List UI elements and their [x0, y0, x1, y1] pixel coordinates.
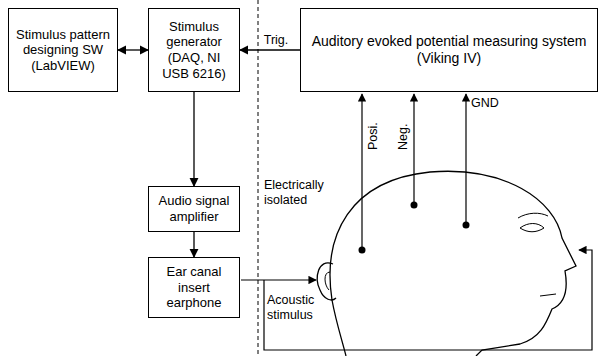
isolation-note: Electrically isolated [264, 178, 336, 208]
isolation-line [258, 0, 259, 356]
neg-wire [413, 94, 414, 205]
neg-electrode [411, 202, 418, 209]
stimulus-note: Acoustic stimulus [267, 293, 329, 323]
ear-inner [325, 272, 330, 290]
gnd-electrode [463, 222, 470, 229]
electrode-label: GND [471, 96, 499, 111]
process-box: Stimulus generator (DAQ, NI USB 6216) [148, 8, 240, 92]
process-box: Stimulus pattern designing SW (LabVIEW) [8, 8, 118, 92]
connector-arrow [193, 92, 194, 186]
box-text: Audio signal amplifier [149, 190, 239, 227]
box-text: Stimulus generator (DAQ, NI USB 6216) [149, 16, 239, 84]
posi-electrode [359, 247, 366, 254]
connector-arrow [118, 49, 148, 50]
ear [317, 263, 336, 300]
connector-arrow [240, 49, 300, 50]
posi-wire [361, 94, 362, 250]
eyebrow [518, 213, 548, 218]
electrode-label: Neg. [396, 124, 411, 150]
stimulus-line [241, 279, 316, 280]
eye [520, 224, 544, 232]
box-text: Ear canal insert earphone [149, 261, 239, 314]
head-outline [330, 171, 576, 356]
box-text: Stimulus pattern designing SW (LabVIEW) [9, 24, 117, 77]
stimulus-line [264, 250, 592, 350]
box-text: Auditory evoked potential measuring syst… [301, 30, 597, 70]
process-box: Auditory evoked potential measuring syst… [300, 8, 598, 92]
process-box: Audio signal amplifier [148, 186, 240, 232]
signal-label: Trig. [263, 33, 290, 48]
connector-arrow [193, 232, 194, 257]
process-box: Ear canal insert earphone [148, 257, 240, 318]
gnd-wire [465, 94, 466, 225]
mouth [540, 294, 556, 296]
electrode-label: Posi. [366, 122, 381, 150]
